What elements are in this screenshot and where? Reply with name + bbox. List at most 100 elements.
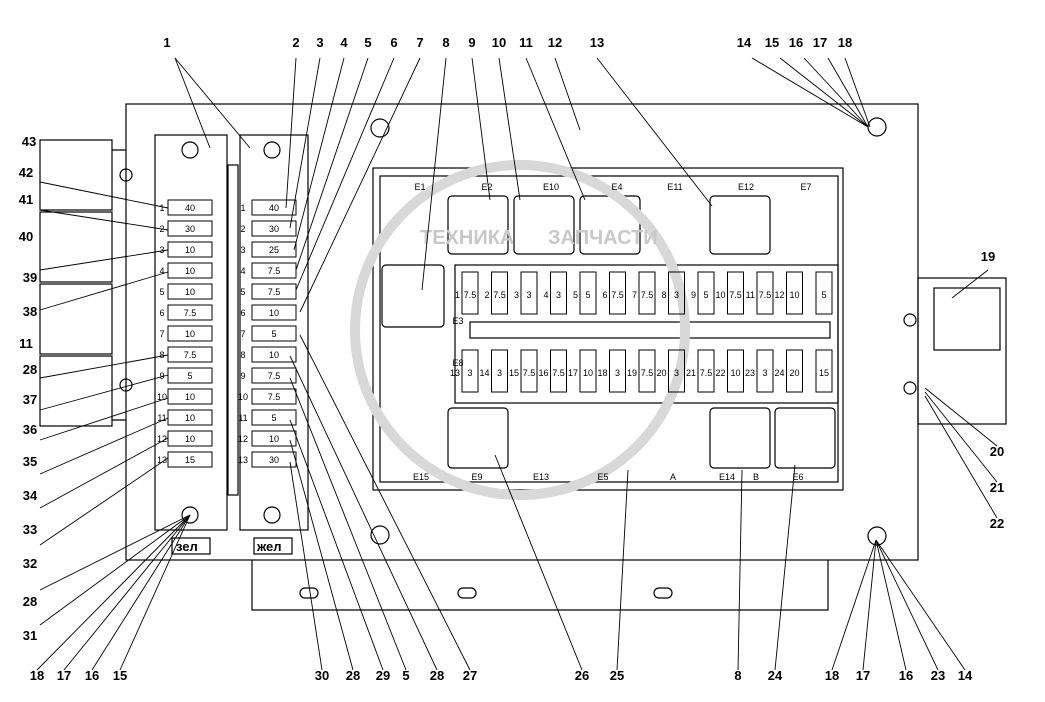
right-block-fuse-rating: 10: [269, 350, 279, 360]
left-block-fuse-rating: 40: [185, 203, 195, 213]
left-callout: 37: [23, 392, 37, 407]
left-block-fuse-rating: 10: [185, 245, 195, 255]
leader-line: [295, 57, 369, 271]
right-callout: 22: [990, 516, 1004, 531]
top-row-fuse-rating: 7.5: [729, 290, 742, 300]
right-block-fuse-rating: 30: [269, 224, 279, 234]
left-block-fuse: [167, 262, 213, 279]
leader-line: [498, 57, 521, 201]
bottom-row-fuse-rating: 7.5: [523, 368, 536, 378]
fuse-block-left: [154, 134, 228, 531]
leader-line: [525, 57, 586, 201]
right-block-fuse-rating: 7.5: [268, 287, 281, 297]
leader-line: [494, 454, 583, 671]
left-callout: 42: [19, 165, 33, 180]
bottom-row-fuse: [697, 349, 715, 393]
top-callout: 13: [590, 35, 604, 50]
relay-e10: [513, 195, 575, 255]
relay-label: E14: [719, 472, 735, 482]
slot-number: 6: [159, 308, 164, 318]
right-block-fuse-rating: 7.5: [268, 392, 281, 402]
slot-number: 11: [238, 413, 247, 423]
left-callout: 41: [19, 192, 33, 207]
leader-line: [289, 377, 407, 671]
relay-label: E2: [481, 182, 492, 192]
top-callout: 5: [364, 35, 371, 50]
top-callout: 11: [519, 35, 533, 50]
bottom-row-fuse: [727, 349, 744, 393]
bottom-callout: 17: [856, 668, 870, 683]
slot-number: 9: [240, 371, 245, 381]
slot-number: 10: [238, 392, 248, 402]
top-row-fuse-rating: 7.5: [464, 290, 477, 300]
relay-label: E13: [533, 472, 549, 482]
bottom-row-fuse: [520, 349, 538, 393]
bottom-callout: 15: [113, 668, 127, 683]
leader-line: [827, 57, 869, 128]
left-callout: 35: [23, 454, 37, 469]
watermark-left-text: ТЕХНИКА: [420, 227, 514, 249]
leader-line: [289, 461, 323, 671]
top-callout: 16: [789, 35, 803, 50]
mounting-hole: [370, 525, 390, 545]
relay-label: E9: [471, 472, 482, 482]
bottom-callout: 28: [430, 668, 444, 683]
relay-label: A: [670, 472, 676, 482]
left-block-fuse: [167, 220, 213, 237]
top-callout: 7: [416, 35, 423, 50]
right-block-fuse-rating: 40: [269, 203, 279, 213]
relay-label: E1: [414, 182, 425, 192]
bottom-row-fuse-number: 18: [597, 368, 607, 378]
top-row-fuse: [550, 271, 567, 315]
slot-number: 1: [159, 203, 164, 213]
bottom-callout: 16: [85, 668, 99, 683]
fuse-panel: [454, 264, 839, 404]
leader-line: [39, 374, 169, 411]
top-row-fuse: [756, 271, 774, 315]
top-callout: 6: [390, 35, 397, 50]
left-block-fuse-rating: 10: [185, 413, 195, 423]
relay-label: E8: [452, 358, 463, 368]
relay-label: E3: [452, 316, 463, 326]
top-row-fuse-rating: 3: [556, 290, 561, 300]
leader-line: [39, 249, 169, 271]
connector-37: [39, 355, 113, 427]
top-row-fuse-rating: 5: [585, 290, 590, 300]
top-row-fuse: [697, 271, 715, 315]
leader-line: [924, 391, 998, 483]
top-row-fuse-rating: 7.5: [611, 290, 624, 300]
leader-line: [289, 439, 354, 671]
bottom-row-fuse: [786, 349, 803, 393]
leader-line: [289, 57, 321, 229]
bottom-row-fuse-rating: 7.5: [552, 368, 565, 378]
top-row-fuse: [609, 271, 626, 315]
fuse-block-right: [239, 134, 309, 531]
left-callout: 38: [23, 304, 37, 319]
bottom-callout: 24: [768, 668, 783, 683]
bottom-row-fuse-number: 22: [715, 368, 725, 378]
bottom-row-fuse-rating: 3: [674, 368, 679, 378]
bottom-callout: 28: [346, 668, 360, 683]
left-block-fuse: [167, 409, 213, 426]
top-row-fuse-rating: 5: [703, 290, 708, 300]
bottom-row-fuse-number: 13: [450, 368, 460, 378]
right-callout: 19: [981, 249, 995, 264]
left-block-fuse: [167, 451, 213, 468]
slot-number: 13: [157, 455, 167, 465]
left-callout: 39: [23, 270, 37, 285]
top-row-fuse-rating: 7.5: [641, 290, 654, 300]
left-block-fuse-rating: 10: [185, 434, 195, 444]
bottom-callout: 25: [610, 668, 624, 683]
leader-line: [951, 269, 989, 299]
top-row-fuse-rating: 3: [674, 290, 679, 300]
leader-line: [596, 57, 713, 207]
bottom-row-fuse: [668, 349, 685, 393]
right-block-fuse-rating: 10: [269, 308, 279, 318]
bottom-row-fuse: [461, 349, 479, 393]
top-row-fuse: [520, 271, 538, 315]
screw-icon: [263, 506, 281, 524]
top-callout: 10: [492, 35, 506, 50]
watermark-right-text: ЗАПЧАСТИ: [548, 227, 658, 249]
leader-line: [844, 57, 871, 128]
slot-number: 3: [159, 245, 164, 255]
